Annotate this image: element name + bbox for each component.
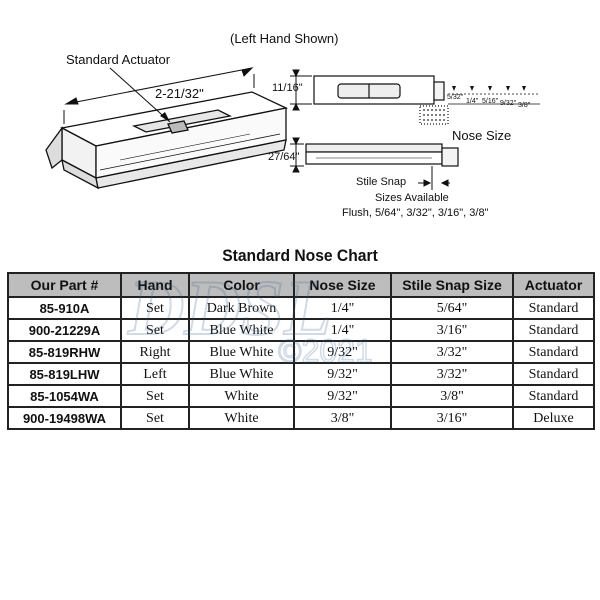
table-row: 85-1054WA Set White 9/32" 3/8" Standard — [7, 384, 595, 408]
nose-size-3: 5/16" — [482, 98, 499, 105]
header-part: Our Part # — [7, 272, 122, 298]
header-hand: Hand — [120, 272, 190, 298]
table-row: 85-910A Set Dark Brown 1/4" 5/64" Standa… — [7, 296, 595, 320]
cell-hand: Set — [120, 406, 190, 430]
length-dimension — [63, 67, 255, 124]
header-color: Color — [188, 272, 295, 298]
cell-part: 900-21229A — [7, 318, 122, 342]
cell-part: 85-910A — [7, 296, 122, 320]
diagram-caption: (Left Hand Shown) — [230, 31, 339, 46]
latch-drawing — [45, 67, 540, 190]
header-stile-snap-size: Stile Snap Size — [390, 272, 514, 298]
cell-stile-snap: 5/64" — [390, 296, 514, 320]
table-row: 85-819LHW Left Blue White 9/32" 3/32" St… — [7, 362, 595, 386]
cell-stile-snap: 3/16" — [390, 318, 514, 342]
cell-stile-snap: 3/16" — [390, 406, 514, 430]
cell-hand: Left — [120, 362, 190, 386]
nose-size-1: 5/32" — [447, 94, 464, 101]
cell-nose-size: 9/32" — [293, 362, 392, 386]
nose-size-arrows — [452, 86, 526, 91]
cell-part: 900-19498WA — [7, 406, 122, 430]
cell-part: 85-819LHW — [7, 362, 122, 386]
cell-part: 85-819RHW — [7, 340, 122, 364]
cell-actuator: Standard — [512, 362, 595, 386]
table-row: 85-819RHW Right Blue White 9/32" 3/32" S… — [7, 340, 595, 364]
height-dimension — [290, 69, 312, 111]
sizes-list: Flush, 5/64", 3/32", 3/16", 3/8" — [342, 207, 489, 219]
cell-color: Blue White — [188, 318, 295, 342]
cell-part: 85-1054WA — [7, 384, 122, 408]
thickness-dimension — [290, 137, 304, 173]
cell-nose-size: 9/32" — [293, 384, 392, 408]
cell-hand: Set — [120, 318, 190, 342]
cell-stile-snap: 3/8" — [390, 384, 514, 408]
cell-actuator: Standard — [512, 318, 595, 342]
nose-size-2: 1/4" — [466, 98, 479, 105]
nose-chart-title: Standard Nose Chart — [222, 246, 378, 265]
nose-dots — [423, 109, 445, 121]
cell-actuator: Standard — [512, 384, 595, 408]
nose-size-5: 3/8" — [518, 102, 531, 109]
stile-snap-dimension — [418, 166, 450, 190]
cell-actuator: Standard — [512, 296, 595, 320]
latch-top-view — [313, 75, 449, 125]
cell-color: Blue White — [188, 340, 295, 364]
latch-isometric — [45, 91, 289, 190]
nose-size-4: 9/32" — [500, 100, 517, 107]
cell-nose-size: 9/32" — [293, 340, 392, 364]
table-row: 900-21229A Set Blue White 1/4" 3/16" Sta… — [7, 318, 595, 342]
stile-snap-label: Stile Snap — [356, 176, 407, 188]
nose-chart-table: Our Part # Hand Color Nose Size Stile Sn… — [7, 272, 595, 430]
actuator-label: Standard Actuator — [66, 52, 171, 67]
cell-stile-snap: 3/32" — [390, 362, 514, 386]
cell-hand: Set — [120, 384, 190, 408]
cell-actuator: Standard — [512, 340, 595, 364]
thickness-dimension-label: 27/64" — [268, 151, 300, 163]
cell-color: Dark Brown — [188, 296, 295, 320]
actuator-leader — [109, 67, 171, 123]
cell-hand: Set — [120, 296, 190, 320]
cell-nose-size: 3/8" — [293, 406, 392, 430]
length-dimension-label: 2-21/32" — [155, 86, 204, 101]
cell-color: White — [188, 384, 295, 408]
table-row: 900-19498WA Set White 3/8" 3/16" Deluxe — [7, 406, 595, 430]
cell-nose-size: 1/4" — [293, 318, 392, 342]
height-dimension-label: 11/16" — [272, 82, 303, 94]
latch-side-view — [305, 143, 459, 167]
cell-nose-size: 1/4" — [293, 296, 392, 320]
header-actuator: Actuator — [512, 272, 595, 298]
cell-color: Blue White — [188, 362, 295, 386]
cell-actuator: Deluxe — [512, 406, 595, 430]
cell-hand: Right — [120, 340, 190, 364]
nose-size-label: Nose Size — [452, 128, 512, 143]
cell-color: White — [188, 406, 295, 430]
header-nose-size: Nose Size — [293, 272, 392, 298]
sizes-available-label: Sizes Available — [375, 192, 449, 204]
cell-stile-snap: 3/32" — [390, 340, 514, 364]
table-header-row: Our Part # Hand Color Nose Size Stile Sn… — [7, 272, 595, 298]
